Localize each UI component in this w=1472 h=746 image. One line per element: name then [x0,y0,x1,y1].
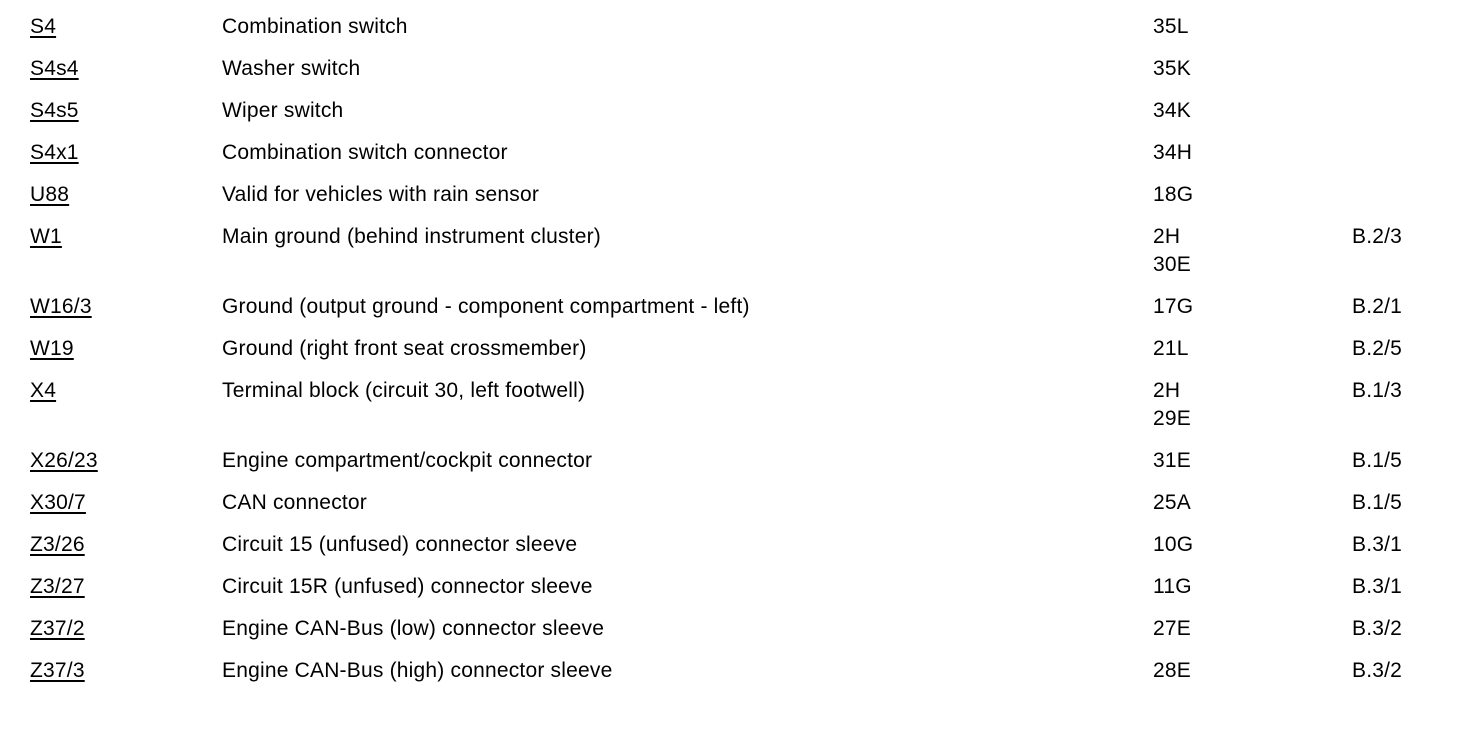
component-code-link[interactable]: U88 [30,183,70,206]
grid-location: 25A [1153,491,1191,514]
component-code-link[interactable]: W19 [30,337,74,360]
component-code-link[interactable]: S4 [30,15,57,38]
component-description: Ground (output ground - component compar… [222,295,750,318]
component-description: CAN connector [222,491,367,514]
component-description: Engine compartment/cockpit connector [222,449,593,472]
component-code-link[interactable]: Z37/2 [30,617,85,640]
component-code-link[interactable]: Z3/27 [30,575,85,598]
grid-location: 31E [1153,449,1191,472]
component-code-link[interactable]: X30/7 [30,491,86,514]
table-row: Z3/27 Circuit 15R (unfused) connector sl… [30,573,1472,601]
component-description: Combination switch [222,15,408,38]
grid-location: 21L [1153,337,1189,360]
table-row: X30/7 CAN connector 25A B.1/5 [30,489,1472,517]
grid-location: 34K [1153,99,1191,122]
table-row: Z3/26 Circuit 15 (unfused) connector sle… [30,531,1472,559]
component-description: Terminal block (circuit 30, left footwel… [222,379,586,402]
grid-location: 35L [1153,15,1189,38]
table-row: U88 Valid for vehicles with rain sensor … [30,181,1472,209]
grid-location: 34H [1153,141,1193,164]
component-description: Ground (right front seat crossmember) [222,337,587,360]
reference-code: B.1/5 [1352,491,1403,514]
component-code-link[interactable]: S4s5 [30,99,79,122]
component-description: Wiper switch [222,99,344,122]
component-code-link[interactable]: X26/23 [30,449,98,472]
table-row: W1 Main ground (behind instrument cluste… [30,223,1472,279]
grid-location: 17G [1153,295,1194,318]
table-row: S4x1 Combination switch connector 34H [30,139,1472,167]
component-code-link[interactable]: S4s4 [30,57,79,80]
reference-code: B.3/1 [1352,533,1403,556]
component-code-link[interactable]: W1 [30,225,62,248]
table-row: Z37/2 Engine CAN-Bus (low) connector sle… [30,615,1472,643]
grid-location: 10G [1153,533,1194,556]
component-description: Combination switch connector [222,141,508,164]
component-description: Main ground (behind instrument cluster) [222,225,601,248]
component-code-link[interactable]: W16/3 [30,295,92,318]
table-row: S4 Combination switch 35L [30,13,1472,41]
reference-code: B.2/1 [1352,295,1403,318]
reference-code: B.2/3 [1352,225,1403,248]
component-legend-table: S4 Combination switch 35L S4s4 Washer sw… [30,13,1472,685]
component-description: Washer switch [222,57,361,80]
component-code-link[interactable]: Z3/26 [30,533,85,556]
table-row: Z37/3 Engine CAN-Bus (high) connector sl… [30,657,1472,685]
grid-location: 28E [1153,659,1191,682]
table-row: X26/23 Engine compartment/cockpit connec… [30,447,1472,475]
component-code-link[interactable]: S4x1 [30,141,79,164]
table-row: W16/3 Ground (output ground - component … [30,293,1472,321]
reference-code: B.3/2 [1352,659,1403,682]
component-description: Engine CAN-Bus (low) connector sleeve [222,617,605,640]
grid-location: 18G [1153,183,1194,206]
table-row: W19 Ground (right front seat crossmember… [30,335,1472,363]
reference-code: B.3/1 [1352,575,1403,598]
reference-code: B.1/3 [1352,379,1403,402]
table-row: S4s4 Washer switch 35K [30,55,1472,83]
component-description: Circuit 15 (unfused) connector sleeve [222,533,578,556]
component-code-link[interactable]: X4 [30,379,57,402]
grid-location: 35K [1153,57,1191,80]
grid-location: 11G [1153,575,1192,598]
component-description: Circuit 15R (unfused) connector sleeve [222,575,593,598]
component-code-link[interactable]: Z37/3 [30,659,85,682]
reference-code: B.2/5 [1352,337,1403,360]
reference-code: B.3/2 [1352,617,1403,640]
component-description: Valid for vehicles with rain sensor [222,183,540,206]
table-row: X4 Terminal block (circuit 30, left foot… [30,377,1472,433]
reference-code: B.1/5 [1352,449,1403,472]
component-description: Engine CAN-Bus (high) connector sleeve [222,659,613,682]
table-row: S4s5 Wiper switch 34K [30,97,1472,125]
grid-location: 27E [1153,617,1191,640]
